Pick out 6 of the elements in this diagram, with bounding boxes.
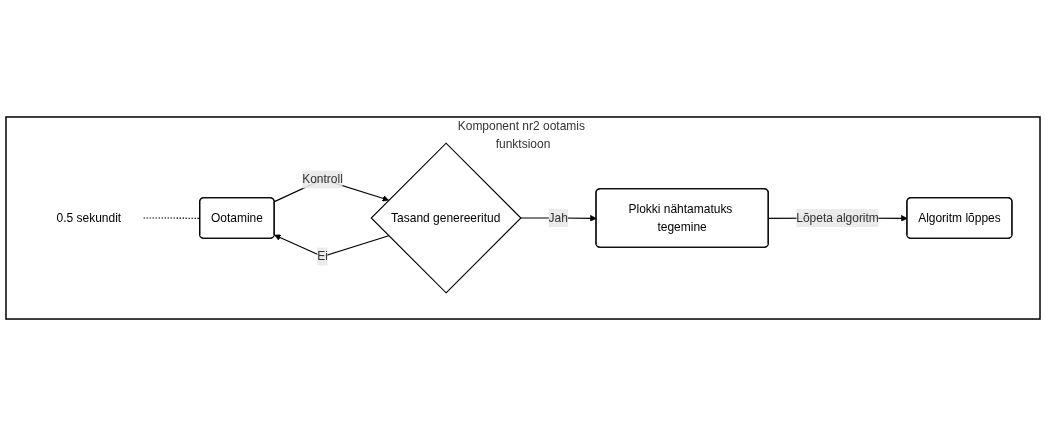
edge-label: Lõpeta algoritm [796,211,879,224]
arrow [274,234,390,258]
edge-label: Ei [317,249,328,263]
edge-label: Jah [548,211,568,224]
edge-label: Kontroll [302,172,343,186]
node-text: 0.5 sekundit [56,211,122,224]
